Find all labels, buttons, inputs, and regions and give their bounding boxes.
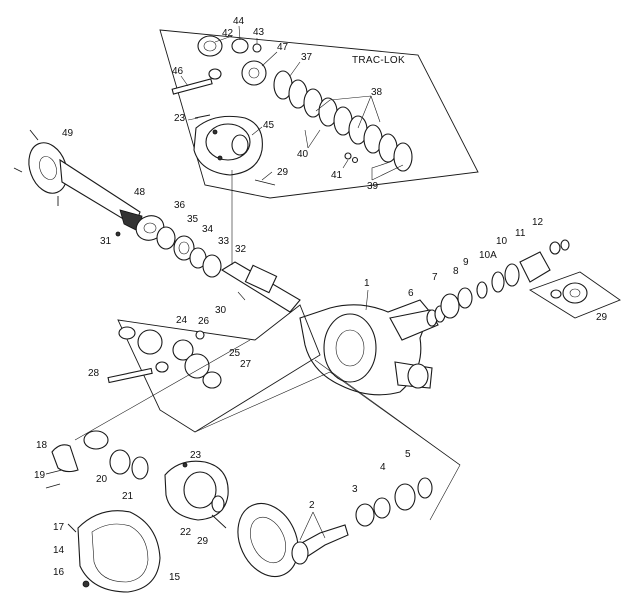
- pinion-yoke: [519, 251, 551, 283]
- callout-30: 30: [215, 305, 227, 316]
- callout-23: 23: [190, 450, 202, 461]
- callout-4: 4: [380, 462, 386, 473]
- axle-tube-seals-bearings: [135, 215, 222, 278]
- bearing-cap-18: [51, 444, 79, 473]
- callout-7: 7: [432, 272, 438, 283]
- callout-41: 41: [331, 170, 343, 181]
- callout-45: 45: [263, 120, 275, 131]
- callout-25: 25: [229, 348, 241, 359]
- callout-40: 40: [297, 149, 309, 160]
- callout-21: 21: [122, 491, 134, 502]
- callout-42: 42: [222, 28, 234, 39]
- thrust-washer: [118, 326, 136, 340]
- gear-44: [231, 38, 249, 54]
- trac-lok-inset: TRAC-LOK: [159, 25, 479, 199]
- pin-29: [254, 179, 276, 186]
- trac-lok-title: TRAC-LOK: [352, 55, 405, 66]
- callout-32: 32: [235, 244, 247, 255]
- callout-12: 12: [532, 217, 544, 228]
- callout-23-inset: 23: [174, 113, 186, 124]
- trac-lok-case: [193, 115, 263, 176]
- companion-flange-inset: [528, 271, 621, 319]
- callout-47: 47: [277, 42, 289, 53]
- callout-44: 44: [233, 16, 245, 27]
- callout-37: 37: [301, 52, 313, 63]
- callout-22: 22: [180, 527, 192, 538]
- pinion-shaft-28: [107, 367, 153, 384]
- callout-8: 8: [453, 266, 459, 277]
- callout-6: 6: [408, 288, 414, 299]
- callout-36: 36: [174, 200, 186, 211]
- callout-27: 27: [240, 359, 252, 370]
- callout-5: 5: [405, 449, 411, 460]
- pinion-bearing-3-4-5: [355, 477, 433, 527]
- callout-11: 11: [515, 228, 526, 239]
- callout-49: 49: [62, 128, 74, 139]
- callout-38: 38: [371, 87, 383, 98]
- side-gear-42: [197, 35, 223, 57]
- callout-10a: 10A: [479, 250, 497, 261]
- callout-34: 34: [202, 224, 214, 235]
- screw-23: [194, 114, 211, 119]
- callout-20: 20: [96, 474, 108, 485]
- callout-24: 24: [176, 315, 188, 326]
- callout-9: 9: [463, 257, 469, 268]
- callout-39: 39: [367, 181, 379, 192]
- callout-28: 28: [88, 368, 100, 379]
- axle-housing: [299, 299, 439, 396]
- callout-46: 46: [172, 66, 184, 77]
- ring-and-pinion-gear: [237, 503, 349, 577]
- pinion-shaft: [171, 78, 213, 95]
- housing-cover: [67, 510, 161, 593]
- axle-flange: [28, 142, 68, 194]
- pinion-bearing-parts: [426, 239, 570, 327]
- callout-29-bottom: 29: [197, 536, 209, 547]
- axle-shaft-assembly: [13, 129, 143, 233]
- carrier-bearing-parts: [45, 430, 149, 489]
- callout-labels: 1 2 3 4 5 6 7 8 9 10 10A 11 12 17 14 15 …: [34, 16, 608, 583]
- callout-10: 10: [496, 236, 508, 247]
- callout-17: 17: [53, 522, 65, 533]
- callout-18: 18: [36, 440, 48, 451]
- differential-case: [164, 460, 229, 529]
- callout-31: 31: [100, 236, 112, 247]
- callout-29-inset: 29: [277, 167, 289, 178]
- standard-differential-gears: [107, 304, 321, 433]
- washer-43: [252, 43, 262, 53]
- callout-1: 1: [364, 278, 370, 289]
- callout-19: 19: [34, 470, 46, 481]
- callout-16: 16: [53, 567, 65, 578]
- drain-plug-16: [82, 580, 90, 588]
- callout-29-flange: 29: [596, 312, 608, 323]
- callout-35: 35: [187, 214, 199, 225]
- side-gear: [137, 329, 163, 355]
- guide-lines: [74, 170, 461, 521]
- callout-43: 43: [253, 27, 265, 38]
- callout-15: 15: [169, 572, 181, 583]
- callout-26: 26: [198, 316, 210, 327]
- callout-3: 3: [352, 484, 358, 495]
- clutch-plate-stack: [273, 70, 413, 172]
- axle-tube: [220, 261, 301, 313]
- callout-33: 33: [218, 236, 230, 247]
- spring-41: [344, 152, 352, 160]
- bolt-31: [115, 231, 121, 237]
- washer: [208, 68, 222, 80]
- callout-2: 2: [309, 500, 315, 511]
- callout-14: 14: [53, 545, 65, 556]
- side-gear-47: [241, 60, 267, 86]
- callout-48: 48: [134, 187, 146, 198]
